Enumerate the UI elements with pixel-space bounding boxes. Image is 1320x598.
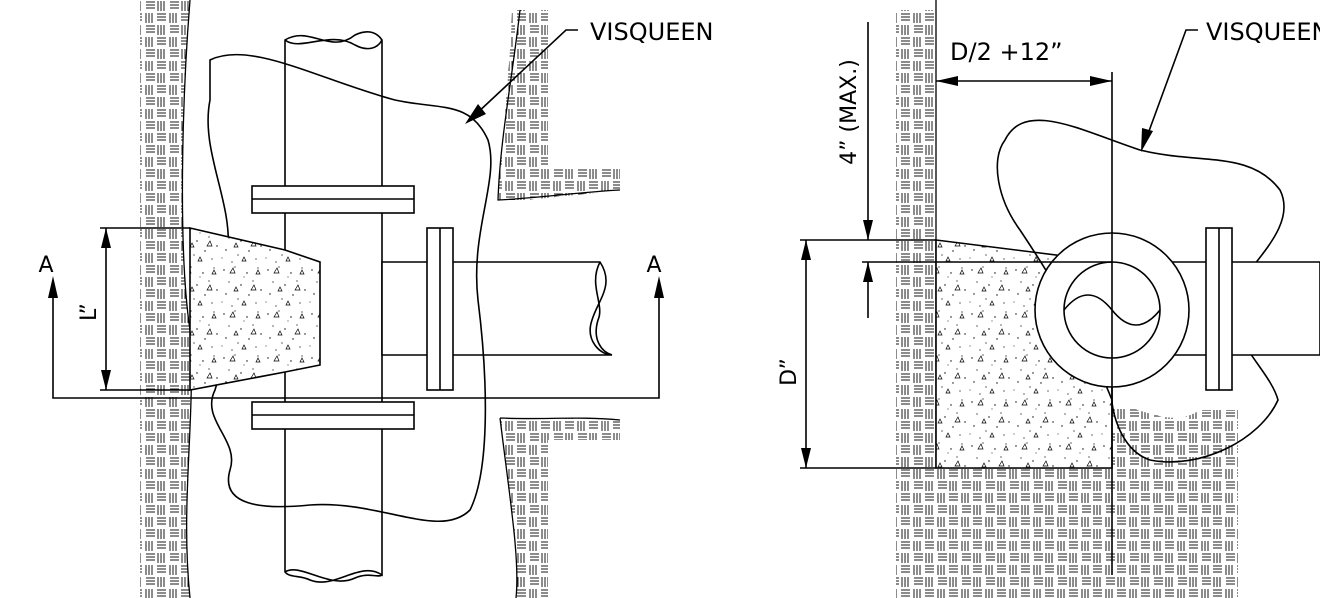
dim-d-label: D” [777, 358, 802, 386]
horizontal-pipe-break [594, 261, 613, 356]
visqueen-label-left: VISQUEEN [590, 18, 713, 46]
right-wall-lower-brick [500, 418, 620, 598]
right-wall-upper-brick [498, 10, 620, 200]
dim-top-label: D/2 +12” [950, 38, 1063, 66]
left-view: A A L” VISQUEEN [38, 0, 713, 598]
visqueen-leader-right [1144, 29, 1198, 143]
dim-4in-arrow-top [863, 220, 873, 240]
dim-l-arrow-top [101, 228, 111, 248]
section-arrow-right [654, 276, 664, 298]
dim-4in-arrow-bottom [863, 262, 873, 282]
right-wall-lower-edge [499, 417, 621, 598]
section-mark-left: A [38, 253, 53, 278]
horizontal-pipe [381, 261, 613, 356]
visqueen-leader-left [474, 29, 578, 116]
dim-d-arrow-top [801, 240, 811, 260]
dim-top-arrow-right [1090, 76, 1112, 86]
visqueen-leader-arrow-left [465, 104, 486, 124]
left-wall-brick [140, 0, 192, 598]
section-arrow-left [48, 276, 58, 298]
visqueen-label-right: VISQUEEN [1206, 18, 1320, 46]
right-view: D/2 +12” 4” (MAX.) D” VISQUEEN [777, 0, 1320, 598]
dim-l-label: L” [77, 303, 102, 321]
pipe-break-top [284, 38, 383, 50]
right-wall-upper-edge [497, 9, 621, 201]
dim-l-arrow-bottom [101, 370, 111, 390]
section-line-a [52, 298, 660, 399]
section-mark-right: A [646, 253, 661, 278]
dim-d-arrow-bottom [801, 448, 811, 468]
dim-4in-label: 4” (MAX.) [837, 59, 862, 165]
right-view-wall-brick [896, 10, 1238, 598]
dim-top-arrow-left [936, 76, 958, 86]
pipe-break-bottom [284, 569, 383, 582]
visqueen-leader-arrow-right [1141, 128, 1153, 152]
